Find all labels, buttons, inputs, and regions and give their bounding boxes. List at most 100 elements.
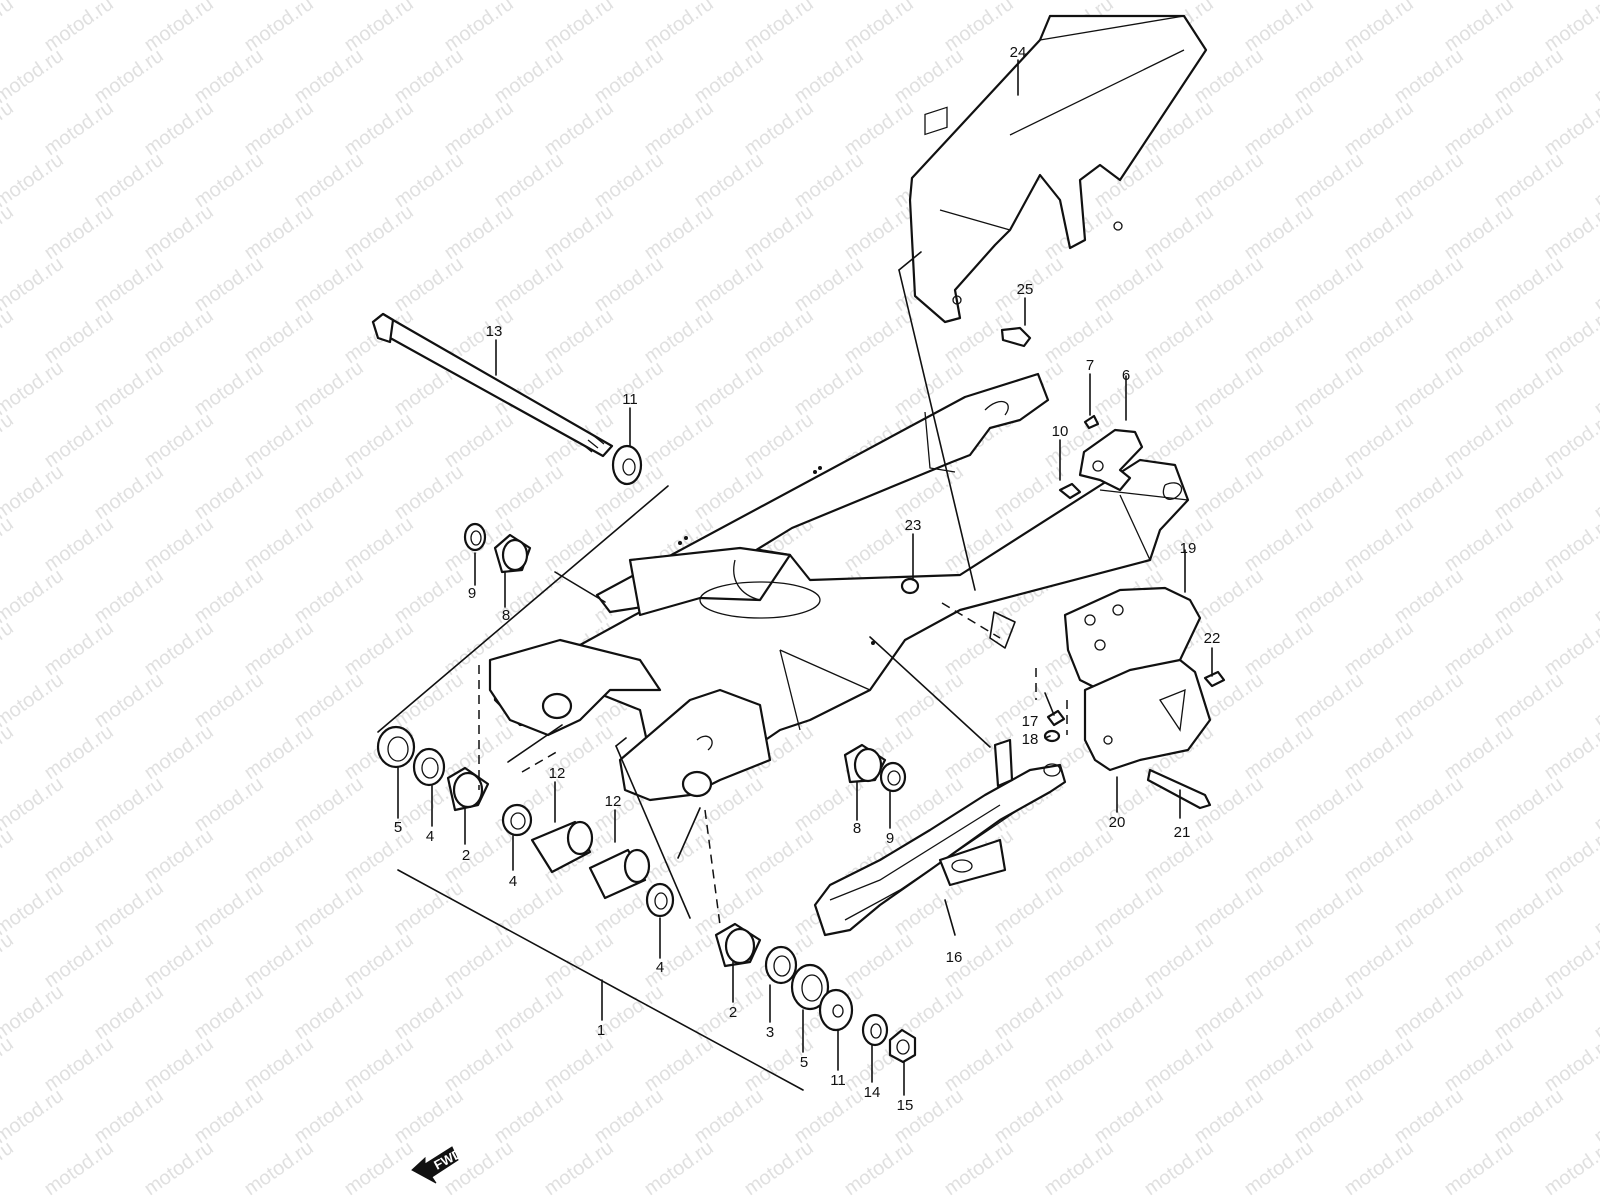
nut-23 (900, 577, 920, 595)
seal-5-left (376, 725, 416, 769)
watermark-text: motod.ru (0, 253, 68, 316)
watermark-text: motod.ru (40, 1137, 117, 1200)
callouts: 24 25 13 11 7 6 10 23 19 22 17 18 20 21 … (394, 44, 1221, 1114)
callout-17: 17 (1022, 713, 1039, 730)
watermark-text: motod.ru (0, 409, 18, 472)
watermark-text: motod.ru (1590, 357, 1600, 420)
watermark-text: motod.ru (0, 1137, 18, 1200)
watermark-text: motod.ru (1590, 565, 1600, 628)
watermark-text: motod.ru (1590, 149, 1600, 212)
nut-15 (888, 1028, 917, 1064)
watermark-text: motod.ru (0, 929, 18, 992)
pivot-bolt (371, 312, 614, 458)
watermark-text: motod.ru (140, 1137, 217, 1200)
watermark-text: motod.ru (740, 1137, 817, 1200)
callout-25: 25 (1017, 281, 1034, 298)
callout-7: 7 (1086, 357, 1094, 374)
callout-2-right: 2 (729, 1004, 737, 1021)
watermark-text: motod.ru (0, 773, 68, 836)
watermark-text: motod.ru (0, 825, 18, 888)
callout-12-left: 12 (549, 765, 566, 782)
callout-4-right: 4 (656, 959, 664, 976)
watermark-text: motod.ru (0, 1033, 18, 1096)
watermark-text: motod.ru (0, 981, 68, 1044)
leader-lines (377, 59, 1213, 1096)
callout-3-left: 4 (426, 828, 434, 845)
watermark-text: motod.ru (0, 1085, 68, 1148)
watermark-text: motod.ru (1590, 253, 1600, 316)
callout-11-bottom: 11 (830, 1072, 846, 1089)
watermark-text: motod.ru (0, 97, 18, 160)
chain-guide (1063, 586, 1226, 810)
swingarm (488, 106, 1190, 802)
washer-14 (861, 1013, 889, 1047)
watermark-text: motod.ru (0, 461, 68, 524)
watermark-text: motod.ru (0, 617, 18, 680)
seal-9-lower (879, 761, 907, 793)
watermark-text: motod.ru (0, 669, 68, 732)
watermark-text: motod.ru (1540, 1137, 1600, 1200)
ring-4-left (501, 803, 533, 837)
watermark-text: motod.ru (1590, 877, 1600, 940)
watermark-text: motod.ru (1040, 1137, 1117, 1200)
callout-23: 23 (905, 517, 922, 534)
watermark-text: motod.ru (0, 305, 18, 368)
watermark-text: motod.ru (1590, 1085, 1600, 1148)
callout-19: 19 (1180, 540, 1197, 557)
chain-adjuster-bracket (1058, 414, 1144, 500)
watermark-text: motod.ru (0, 0, 18, 56)
watermark-text: motod.ru (1440, 1137, 1517, 1200)
watermark-text: motod.ru (1540, 201, 1600, 264)
watermark-text: motod.ru (1540, 825, 1600, 888)
callout-22: 22 (1204, 630, 1221, 647)
washer-3-left (412, 747, 446, 787)
watermark-text: motod.ru (1540, 1033, 1600, 1096)
bearing-2-right (714, 922, 762, 968)
watermark-text: motod.ru (0, 513, 18, 576)
watermark-text: motod.ru (1240, 1137, 1317, 1200)
washer-11-top (611, 444, 643, 486)
callout-20: 20 (1109, 814, 1126, 831)
bearing-8-lower (843, 743, 887, 784)
watermark-text: motod.ru (1590, 981, 1600, 1044)
collar-12-right (588, 848, 651, 900)
callout-5-left: 5 (394, 819, 402, 836)
watermark-text: motod.ru (1590, 461, 1600, 524)
callout-9-upper: 9 (468, 585, 476, 602)
watermark-text: motod.ru (1340, 1137, 1417, 1200)
washer-3-right (764, 945, 798, 985)
callout-14: 14 (864, 1084, 881, 1101)
watermark-text: motod.ru (1590, 669, 1600, 732)
callout-8-upper: 8 (502, 607, 510, 624)
callout-4-left: 4 (509, 873, 517, 890)
callout-8-lower: 8 (853, 820, 861, 837)
watermark-text: motod.ru (1540, 409, 1600, 472)
watermark-text: motod.ru (0, 149, 68, 212)
watermark-text: motod.ru (0, 357, 68, 420)
chain-guard (908, 14, 1208, 324)
callout-24: 24 (1010, 44, 1027, 61)
watermark-text: motod.ru (340, 1137, 417, 1200)
watermark-text: motod.ru (640, 1137, 717, 1200)
watermark-text: motod.ru (1140, 1137, 1217, 1200)
watermark-text: motod.ru (1540, 929, 1600, 992)
watermark-text: motod.ru (1590, 773, 1600, 836)
callout-11-top: 11 (622, 391, 638, 408)
watermark-text: motod.ru (1540, 305, 1600, 368)
ring-4-right (645, 882, 675, 918)
watermark-text: motod.ru (0, 201, 18, 264)
callout-3-right: 3 (766, 1024, 774, 1041)
watermark-text: motod.ru (0, 45, 68, 108)
watermark-text: motod.ru (540, 1137, 617, 1200)
callout-21: 21 (1174, 824, 1191, 841)
watermark-text: motod.ru (1540, 617, 1600, 680)
watermark-text: motod.ru (1540, 721, 1600, 784)
collar-12-left (530, 820, 594, 874)
watermark-text: motod.ru (240, 1137, 317, 1200)
seal-5-right (790, 963, 830, 1011)
callout-15: 15 (897, 1097, 914, 1114)
callout-18: 18 (1022, 731, 1039, 748)
callout-10: 10 (1052, 423, 1069, 440)
watermark-text: motod.ru (0, 877, 68, 940)
